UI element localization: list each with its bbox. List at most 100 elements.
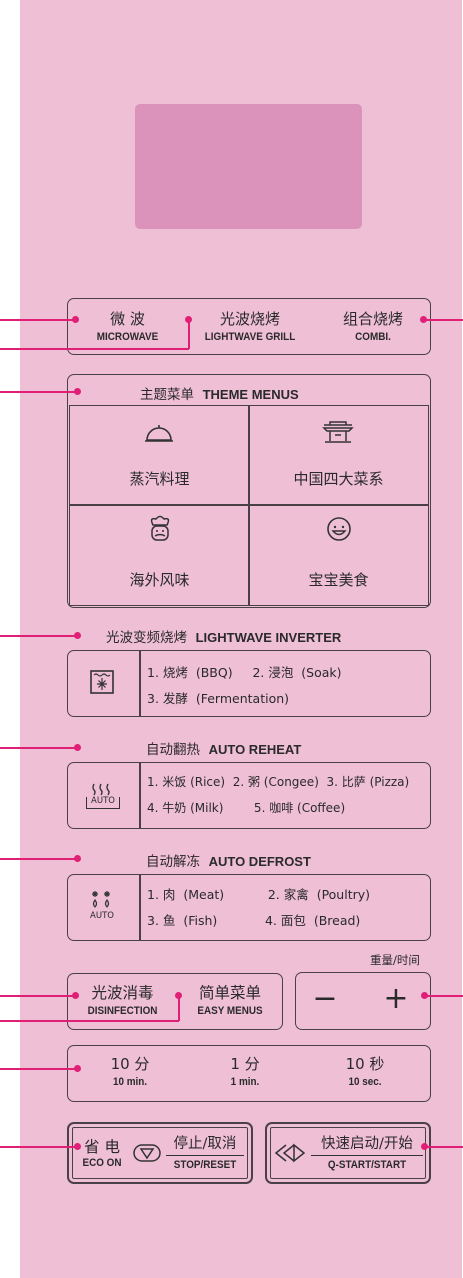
time-10sec-label-en: 10 sec.	[348, 1076, 382, 1088]
leader-pin	[74, 855, 81, 862]
defrost-title-en: AUTO DEFROST	[208, 854, 311, 869]
defrost-drops-icon	[92, 891, 110, 908]
weight-time-group	[295, 972, 431, 1030]
defrost-line-1: 1. 肉 (Meat) 2. 家禽 (Poultry)	[147, 887, 371, 902]
inverter-button[interactable]	[67, 650, 431, 717]
reheat-line-2: 4. 牛奶 (Milk) 5. 咖啡 (Coffee)	[147, 801, 346, 815]
reheat-auto-label: AUTO	[86, 797, 120, 809]
inverter-line-1: 1. 烧烤 (BBQ) 2. 浸泡 (Soak)	[147, 665, 342, 680]
stop-reset-label-en: STOP/RESET	[173, 1159, 237, 1171]
eco-label: 省 电	[84, 1138, 120, 1156]
theme-item-overseas[interactable]: 海外风味	[69, 504, 250, 606]
leader-pin	[185, 316, 192, 323]
time-10sec-label: 10 秒	[345, 1055, 385, 1073]
easy-menus-label: 简单菜单	[198, 984, 261, 1002]
weight-time-minus-button[interactable]: −	[312, 981, 338, 1016]
inverter-divider	[139, 650, 141, 717]
auto-reheat-button[interactable]	[67, 762, 431, 829]
auto-defrost-button[interactable]	[67, 874, 431, 941]
disinfection-button[interactable]: 光波消毒 DISINFECTION	[70, 975, 175, 1027]
leader-line	[0, 319, 75, 321]
combi-label: 组合烧烤	[342, 310, 403, 328]
reheat-divider	[139, 762, 141, 829]
chef-icon	[150, 515, 170, 541]
theme-item-label: 宝宝美食	[308, 571, 369, 589]
reheat-title-cn: 自动翻热	[146, 742, 200, 758]
stop-icon	[133, 1144, 161, 1162]
baby-face-icon	[327, 517, 351, 541]
weight-time-plus-button[interactable]: +	[383, 981, 409, 1016]
theme-item-label: 海外风味	[129, 571, 190, 589]
combi-button[interactable]: 组合烧烤 COMBI.	[318, 300, 428, 352]
theme-menus-group	[67, 374, 431, 608]
leader-pin	[72, 316, 79, 323]
lightwave-grill-button[interactable]: 光波烧烤 LIGHTWAVE GRILL	[190, 300, 310, 352]
combi-label-en: COMBI.	[355, 331, 391, 343]
leader-line	[0, 1020, 179, 1022]
reheat-line-1: 1. 米饭 (Rice) 2. 粥 (Congee) 3. 比萨 (Pizza)	[147, 775, 410, 789]
eco-label-en: ECO ON	[82, 1157, 122, 1169]
reheat-title-en: AUTO REHEAT	[208, 742, 302, 757]
leader-pin	[420, 316, 427, 323]
easy-menus-button[interactable]: 简单菜单 EASY MENUS	[180, 975, 280, 1027]
leader-line	[0, 348, 189, 350]
reheat-title: 自动翻热 AUTO REHEAT	[146, 738, 301, 758]
time-1min-label: 1 分	[230, 1055, 260, 1073]
weight-time-label: 重量/时间	[370, 953, 420, 967]
leader-pin	[175, 992, 182, 999]
start-button[interactable]	[265, 1122, 431, 1184]
leader-line	[425, 319, 463, 321]
theme-menus-title: 主题菜单 THEME MENUS	[140, 383, 299, 403]
microwave-label: 微 波	[110, 310, 145, 328]
disinfection-label: 光波消毒	[91, 984, 154, 1002]
defrost-title-cn: 自动解冻	[146, 854, 200, 870]
easy-menus-label-en: EASY MENUS	[197, 1005, 263, 1017]
time-10min-button[interactable]: 10 分 10 min.	[75, 1047, 185, 1099]
theme-item-baby[interactable]: 宝宝美食	[248, 504, 429, 606]
inverter-title: 光波变频烧烤 LIGHTWAVE INVERTER	[106, 626, 341, 646]
leader-pin	[74, 632, 81, 639]
start-icon	[274, 1143, 306, 1163]
time-10sec-button[interactable]: 10 秒 10 sec.	[310, 1047, 420, 1099]
chinese-pavilion-icon	[322, 421, 354, 443]
inverter-title-en: LIGHTWAVE INVERTER	[195, 630, 342, 645]
start-label-en: Q-START/START	[327, 1159, 407, 1171]
mode-buttons-group	[67, 298, 431, 355]
microwave-label-en: MICROWAVE	[96, 331, 159, 343]
theme-item-label: 中国四大菜系	[293, 470, 384, 488]
lightwave-grill-label-en: LIGHTWAVE GRILL	[204, 331, 296, 343]
theme-item-chinese[interactable]: 中国四大菜系	[248, 405, 429, 506]
disinfection-label-en: DISINFECTION	[87, 1005, 158, 1017]
leader-line	[0, 1068, 77, 1070]
disinfection-easy-group	[67, 973, 283, 1030]
defrost-auto-label: AUTO	[90, 911, 114, 921]
leader-line	[0, 1146, 77, 1148]
defrost-title: 自动解冻 AUTO DEFROST	[146, 850, 311, 870]
time-1min-button[interactable]: 1 分 1 min.	[195, 1047, 295, 1099]
inverter-title-cn: 光波变频烧烤	[106, 630, 187, 646]
leader-pin	[74, 744, 81, 751]
leader-pin	[421, 992, 428, 999]
leader-line	[425, 995, 463, 997]
steam-cloche-icon	[145, 425, 173, 442]
theme-title-cn: 主题菜单	[140, 387, 194, 403]
leader-pin	[74, 1143, 81, 1150]
theme-item-steam[interactable]: 蒸汽料理	[69, 405, 250, 506]
leader-pin	[72, 992, 79, 999]
microwave-button[interactable]: 微 波 MICROWAVE	[70, 300, 185, 352]
leader-line	[188, 320, 190, 349]
leader-pin	[421, 1143, 428, 1150]
time-keys-group	[67, 1045, 431, 1102]
lcd-display	[135, 104, 362, 229]
leader-line	[0, 995, 75, 997]
leader-line	[0, 858, 77, 860]
time-10min-label: 10 分	[110, 1055, 150, 1073]
leader-line	[425, 1146, 463, 1148]
time-10min-label-en: 10 min.	[112, 1076, 148, 1088]
lightwave-grill-label: 光波烧烤	[219, 310, 280, 328]
leader-pin	[74, 388, 81, 395]
eco-stop-button[interactable]	[67, 1122, 253, 1184]
defrost-divider	[139, 874, 141, 941]
leader-line	[0, 391, 77, 393]
theme-title-en: THEME MENUS	[202, 387, 299, 402]
